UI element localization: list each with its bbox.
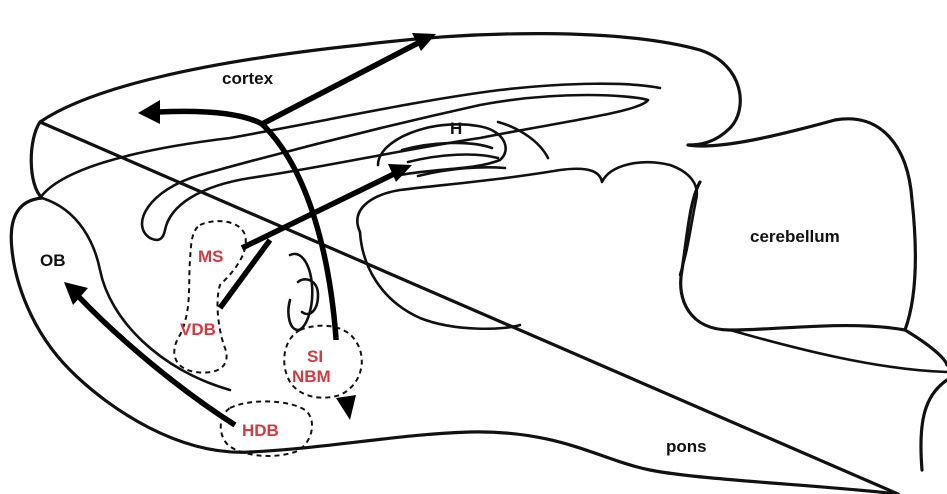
- hippocampus-label: H: [450, 119, 462, 138]
- brain-outer-outline: [11, 34, 947, 494]
- nbm-to-frontal-cortex-arrowhead: [138, 100, 160, 124]
- cerebellum-label: cerebellum: [750, 227, 840, 246]
- cortex-label: cortex: [222, 69, 274, 88]
- nbm-down-arrowhead: [336, 395, 356, 420]
- ms-label: MS: [198, 247, 224, 266]
- nbm-label: NBM: [292, 367, 331, 386]
- pons-label: pons: [666, 437, 707, 456]
- thalamus-contour: [357, 162, 696, 275]
- ms-nucleus-outline: [174, 221, 246, 373]
- anterior-commissure-shape: [298, 279, 318, 314]
- septum-shape: [288, 254, 312, 330]
- cerebellum-boundary: [681, 182, 905, 330]
- ventricle-curve: [360, 232, 520, 329]
- si-label: SI: [307, 347, 323, 366]
- hdb-to-ob-arrow: [78, 296, 235, 425]
- cortex-inner-boundary: [40, 84, 660, 198]
- vdb-label: VDB: [180, 320, 216, 339]
- hdb-label: HDB: [242, 421, 279, 440]
- olfactory-bulb-label: OB: [40, 251, 66, 270]
- hippocampus-layer-2: [408, 155, 498, 162]
